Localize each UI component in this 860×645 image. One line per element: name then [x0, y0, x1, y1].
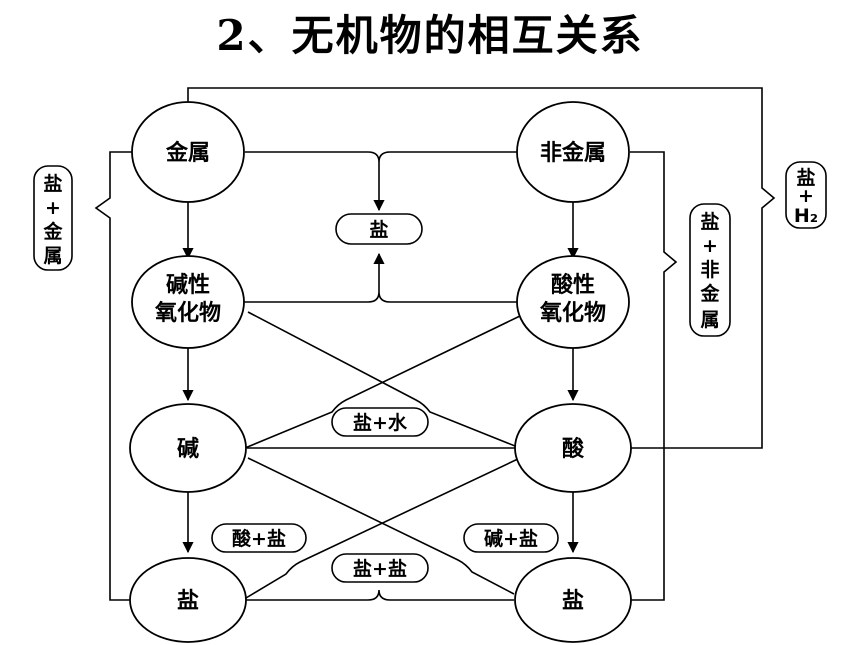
pill-acid-salt: [211, 523, 307, 553]
pill-salt-metal: [33, 165, 73, 271]
salt-h2-char-1: 盐: [796, 166, 815, 189]
line-base-to-salt-right: [247, 457, 515, 595]
line-acidic-oxide-to-base: [244, 315, 521, 449]
node-acid-label: 酸: [562, 437, 585, 462]
node-base: [129, 403, 247, 493]
line-oxides-to-salt: [240, 291, 517, 303]
salt-metal-char-4: 属: [43, 245, 62, 267]
salt-nonmetal-char-3: 非: [700, 259, 719, 281]
page-title: 2、无机物的相互关系: [216, 11, 644, 60]
salt-nonmetal-char-2: +: [702, 235, 718, 257]
salt-metal-char-2: +: [45, 197, 61, 219]
line-salt-salt: [246, 589, 514, 601]
node-acidic-oxide-label-2: 氧化物: [539, 300, 606, 326]
pill-salt-salt: [331, 553, 429, 583]
salt-h2-char-3: H₂: [794, 205, 818, 227]
salt-salt-label: 盐+盐: [353, 557, 407, 580]
node-acidic-oxide: [516, 255, 630, 349]
pill-salt-h2: [785, 161, 827, 229]
salt-metal-char-3: 金: [42, 220, 63, 243]
node-salt-right-label: 盐: [562, 589, 584, 614]
node-salt-left-label: 盐: [177, 589, 199, 614]
node-salt-left: [129, 557, 247, 643]
salt-h2-char-2: +: [798, 185, 814, 207]
salt-nonmetal-char-1: 盐: [700, 210, 719, 233]
node-acidic-oxide-label-1: 酸性: [551, 273, 595, 298]
line-outer-salt-h2: [187, 87, 776, 449]
pill-salt-center: [335, 213, 423, 245]
salt-metal-char-1: 盐: [43, 172, 62, 195]
pill-salt-water: [331, 407, 429, 437]
node-metal-label: 金属: [165, 140, 210, 166]
base-salt-label: 碱+盐: [484, 527, 538, 550]
node-salt-right: [514, 557, 632, 643]
salt-center-label: 盐: [369, 218, 388, 241]
node-nonmetal: [516, 101, 630, 203]
line-acid-to-salt-left: [245, 457, 521, 599]
node-basic-oxide-label-1: 碱性: [166, 272, 210, 298]
salt-nonmetal-char-5: 属: [700, 309, 719, 331]
pill-salt-nonmetal: [689, 203, 731, 337]
acid-salt-label: 酸+盐: [232, 527, 286, 550]
node-basic-oxide: [131, 255, 245, 349]
node-acid: [514, 403, 632, 493]
salt-water-label: 盐+水: [353, 411, 408, 434]
line-left-outer-salt-metal: [94, 151, 134, 601]
pill-base-salt: [463, 523, 559, 553]
node-nonmetal-label: 非金属: [540, 140, 606, 166]
salt-nonmetal-char-4: 金: [699, 282, 720, 305]
node-basic-oxide-label-2: 氧化物: [154, 300, 221, 326]
node-metal: [131, 101, 245, 203]
line-right-salt-nonmetal: [630, 151, 678, 601]
node-base-label: 碱: [177, 436, 199, 462]
line-metal-nonmetal-to-salt: [245, 151, 517, 163]
line-basic-oxide-to-acid: [247, 311, 521, 449]
